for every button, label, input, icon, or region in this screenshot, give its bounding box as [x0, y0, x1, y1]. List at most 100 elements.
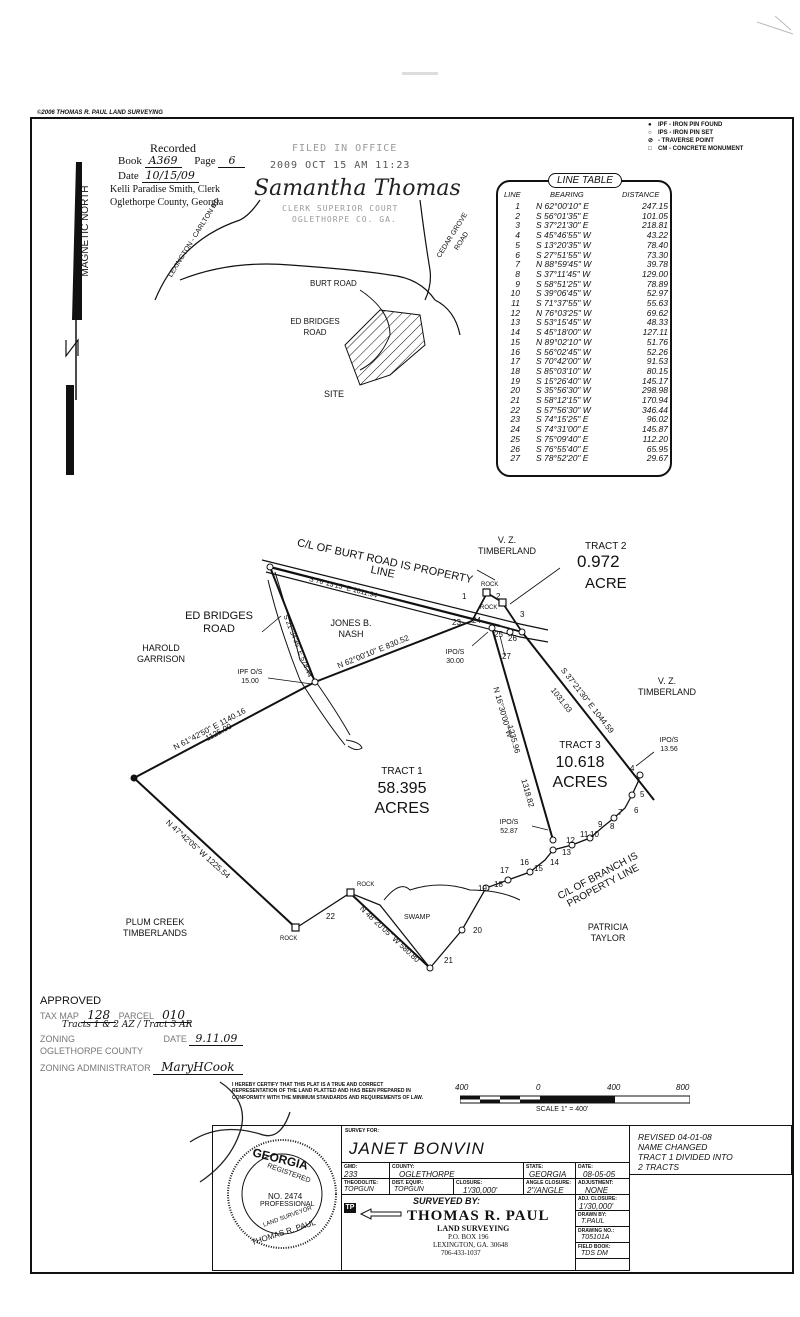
line-number-cell: 19	[510, 375, 520, 386]
bearing-cell: N 76°03'25" W	[536, 307, 592, 318]
line-number-label: 27	[502, 652, 511, 661]
burt-road-line	[179, 263, 436, 301]
distance-cell: 52.97	[646, 288, 668, 299]
line-number-cell: 24	[510, 424, 520, 435]
distance-cell: 48.33	[646, 317, 668, 328]
distance-cell: 96.02	[646, 414, 668, 425]
rock-label: ROCK	[480, 605, 498, 611]
line-number-label: 7	[618, 808, 623, 817]
line-number-label: 15	[534, 864, 543, 873]
table-row: 24 S 74°31'00" E 145.87	[504, 424, 670, 435]
seal-number: NO. 2474	[268, 1192, 303, 1201]
legend-item: ○IPS - IRON PIN SET	[648, 130, 714, 136]
distance-cell: 52.26	[646, 346, 668, 357]
surveyor-seal-icon	[227, 1139, 337, 1249]
distance-cell: 145.87	[642, 424, 668, 435]
legend-item: □CM - CONCRETE MONUMENT	[648, 146, 744, 152]
line-number-label: 3	[520, 610, 525, 619]
vz-timberland-right: V. Z. TIMBERLAND	[637, 676, 696, 697]
revision-line: REVISED 04-01-08	[638, 1132, 712, 1142]
scale-bar	[460, 1095, 690, 1104]
zoning-admin-line: ZONING ADMINISTRATOR MaryHCook	[40, 1060, 243, 1075]
adjustment-value: NONE	[585, 1186, 609, 1195]
county-value: OGLETHORPE	[399, 1170, 455, 1179]
line-number-cell: 2	[515, 210, 520, 221]
scale-label-1: 0	[536, 1083, 541, 1092]
rock-label: ROCK	[357, 882, 375, 888]
harold-garrison-label: HAROLD GARRISON	[136, 643, 185, 664]
line-table-header-bearing: BEARING	[550, 190, 584, 199]
bearing-cell: S 37°21'30" E	[536, 220, 589, 231]
zoning-date-line: ZONING DATE 9.11.09	[40, 1032, 244, 1046]
surveyor-signature-icon	[189, 1081, 291, 1183]
bearing-cell: S 76°55'40" E	[536, 443, 589, 454]
lexington-road-line	[154, 199, 261, 301]
line-number-label: 24	[472, 616, 481, 625]
arrow-icon	[359, 1208, 402, 1220]
jones-nash-label: JONES B. NASH	[330, 618, 372, 639]
line-number-cell: 3	[515, 220, 520, 231]
tract2-area: 0.972	[577, 552, 620, 571]
bearing-cell: S 58°51'25" W	[536, 278, 591, 289]
north-arrow-icon	[65, 162, 82, 475]
line-number-cell: 9	[515, 278, 520, 289]
title-block: SURVEY FOR: JANET BONVIN GMD: 233 COUNTY…	[212, 1125, 630, 1271]
distance-cell: 43.22	[646, 230, 668, 241]
patricia-taylor-label: PATRICIA TAYLOR	[587, 922, 629, 943]
line-table-header-line: LINE	[504, 190, 521, 199]
ipo-1356-label: IPO/S 13.56	[659, 737, 679, 753]
line-number-label: 17	[500, 866, 509, 875]
distance-cell: 69.62	[646, 307, 668, 318]
bearing-cell: S 56°02'45" W	[536, 346, 591, 357]
distance-cell: 78.89	[646, 278, 668, 289]
distance-cell: 127.11	[642, 327, 668, 338]
line-number-cell: 25	[510, 433, 520, 444]
county-line: Oglethorpe County, Georgia	[110, 197, 224, 208]
bearing-cell: S 74°15'25" E	[536, 414, 589, 425]
line-number-label: 23	[452, 618, 461, 627]
distance-cell: 51.76	[646, 336, 668, 347]
scale-text: SCALE 1" = 400'	[536, 1106, 589, 1113]
ipo-5287-label: IPO/S 52.87	[499, 819, 519, 835]
line-number-cell: 11	[511, 298, 520, 309]
line-number-cell: 18	[510, 365, 520, 376]
corner-mark	[756, 15, 794, 35]
line-number-cell: 26	[510, 443, 520, 454]
filed-stamp-line4: OGLETHORPE CO. GA.	[292, 215, 397, 224]
rock-label: ROCK	[280, 936, 298, 942]
distance-cell: 78.40	[646, 239, 668, 250]
plum-creek-label: PLUM CREEK TIMBERLANDS	[122, 917, 187, 938]
date-line: Date 10/15/09	[118, 169, 199, 183]
bearing-cell: S 27°51'55" W	[536, 249, 591, 260]
line-number-label: 21	[444, 956, 453, 965]
bearing-cell: S 45°46'55" W	[536, 230, 591, 241]
line-number-label: 9	[598, 820, 603, 829]
tract3-label: TRACT 3	[559, 740, 601, 751]
line-number-cell: 17	[510, 356, 520, 367]
tract3-unit: ACRES	[552, 774, 608, 791]
copyright-text: ©2006 THOMAS R. PAUL LAND SURVEYING	[34, 110, 166, 116]
swamp-label: SWAMP	[404, 914, 431, 921]
filed-stamp-line2: 2009 OCT 15 AM 11:23	[270, 160, 411, 171]
ed-bridges-label: ED BRIDGES ROAD	[290, 317, 340, 337]
line-number-cell: 27	[510, 453, 520, 464]
revision-box: REVISED 04-01-08 NAME CHANGED TRACT 1 DI…	[630, 1125, 792, 1175]
tax-map-line: TAX MAP 128 PARCEL 010	[40, 1008, 192, 1023]
surveyed-by-label: SURVEYED BY:	[413, 1196, 481, 1206]
line-number-label: 5	[640, 790, 645, 799]
tracts-note: Tracts 1 & 2 AZ / Tract 3 AR	[62, 1020, 193, 1030]
firm-name: THOMAS R. PAUL	[407, 1208, 550, 1224]
bearing-cell: S 74°31'00" E	[536, 424, 589, 435]
bearing-cell: S 71°37'55" W	[536, 298, 591, 309]
distance-cell: 247.15	[642, 201, 668, 211]
ed-bridges-road-label: ED BRIDGES ROAD	[185, 610, 253, 635]
drawing-value: T05101A	[581, 1234, 610, 1241]
iron-pin-found-icon: ●	[648, 122, 652, 128]
